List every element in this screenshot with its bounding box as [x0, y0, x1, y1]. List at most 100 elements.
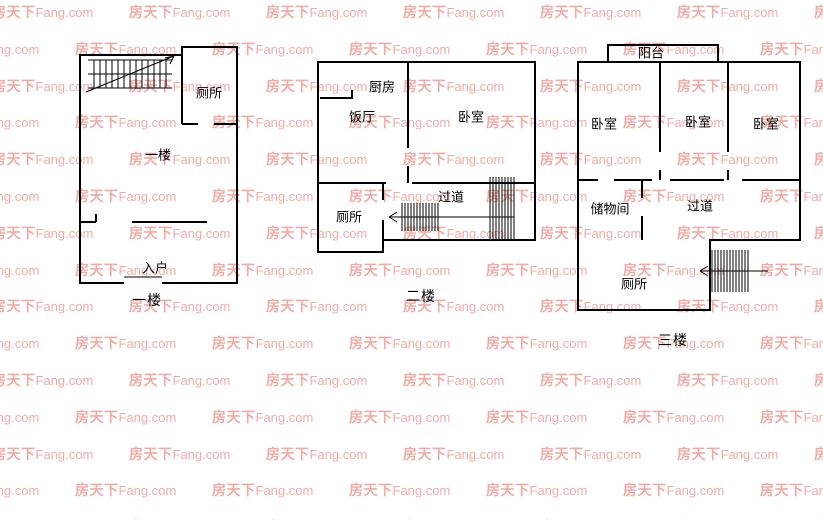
- watermark-text: 房天下Fang.com: [0, 445, 94, 462]
- watermark-text: 房天下Fang.com: [0, 189, 40, 204]
- watermark-text: 房天下Fang.com: [814, 77, 823, 94]
- watermark-text: 房天下Fang.com: [266, 151, 368, 168]
- f3-bedroom-right-label: 卧室: [752, 116, 780, 132]
- f1-entry-label: 入户: [141, 260, 169, 276]
- watermark-text: 房天下Fang.com: [129, 4, 231, 20]
- f2-corridor-label: 过道: [437, 189, 465, 205]
- f3-caption: 三楼: [658, 332, 688, 348]
- watermark-text: 房天下Fang.com: [403, 4, 505, 20]
- watermark-text: 房天下Fang.com: [266, 445, 368, 462]
- f2-bedroom-label: 卧室: [457, 109, 485, 125]
- watermark-text: 房天下Fang.com: [0, 41, 40, 57]
- watermark-text: 房天下Fang.com: [349, 335, 451, 352]
- floor1-toilet-walls: [181, 55, 237, 125]
- watermark-text: 房天下Fang.com: [0, 262, 40, 278]
- watermark-text: 房天下Fang.com: [760, 408, 823, 425]
- watermark-text: 房天下Fang.com: [0, 298, 94, 315]
- f1-caption: 一楼: [132, 292, 162, 308]
- floor1-plan: [79, 46, 238, 284]
- watermark-text: 房天下Fang.com: [677, 4, 779, 20]
- watermark-text: 房天下Fang.com: [677, 224, 779, 241]
- watermark-text: 房天下Fang.com: [403, 445, 505, 462]
- watermark-text: 房天下Fang.com: [75, 408, 177, 425]
- watermark-text: 房天下Fang.com: [486, 261, 588, 278]
- watermark-text: 房天下Fang.com: [129, 298, 231, 315]
- watermark-text: 房天下Fang.com: [349, 188, 451, 204]
- watermark-text: 房天下Fang.com: [540, 372, 642, 388]
- watermark-text: 房天下Fang.com: [212, 408, 314, 425]
- watermark-text: 房天下Fang.com: [129, 372, 231, 388]
- watermark-text: 房天下Fang.com: [266, 298, 368, 315]
- watermark-text: 房天下Fang.com: [349, 408, 451, 425]
- floor2-stair-comb-right: [489, 177, 515, 239]
- f3-bedroom-mid-label: 卧室: [684, 114, 712, 130]
- floor3-outer-wall: [577, 61, 801, 311]
- watermark-text: 房天下Fang.com: [623, 482, 725, 499]
- watermark-text: 房天下Fang.com: [349, 482, 451, 499]
- watermark-text: 房天下Fang.com: [75, 482, 177, 499]
- watermark-text: 房天下Fang.com: [760, 261, 823, 278]
- watermark-text: 房天下Fang.com: [75, 335, 177, 352]
- watermark-text: 房天下Fang.com: [129, 151, 231, 168]
- watermark-text: 房天下Fang.com: [814, 224, 823, 241]
- watermark-text: 房天下Fang.com: [0, 483, 40, 499]
- watermark-text: 房天下Fang.com: [129, 445, 231, 462]
- watermark-text: 房天下Fang.com: [403, 151, 505, 168]
- floor1-interior-wall: [80, 214, 207, 223]
- watermark-text: 房天下Fang.com: [75, 188, 177, 204]
- f2-dining-label: 饭厅: [348, 109, 376, 125]
- watermark-text: 房天下Fang.com: [0, 151, 94, 168]
- floor3-plan: [577, 44, 801, 311]
- watermark-text: 房天下Fang.com: [403, 77, 505, 94]
- watermark-text: 房天下Fang.com: [0, 409, 40, 425]
- watermark-text: 房天下Fang.com: [540, 445, 642, 462]
- watermark-text: 房天下Fang.com: [212, 261, 314, 278]
- floor1-stair-comb: [93, 60, 167, 88]
- watermark-text: 房天下Fang.com: [403, 372, 505, 388]
- watermark-text: 房天下Fang.com: [266, 372, 368, 388]
- floor1-outer-wall: [79, 46, 238, 284]
- watermark-text: 房天下Fang.com: [129, 224, 231, 241]
- f1-hall-label: 一楼: [144, 147, 172, 163]
- watermark-text: 房天下Fang.com: [75, 261, 177, 278]
- watermark-text: 房天下Fang.com: [677, 77, 779, 94]
- f1-toilet-label: 厕所: [195, 85, 223, 101]
- watermark-text: 房天下Fang.com: [349, 114, 451, 131]
- watermark-text: 房天下Fang.com: [0, 224, 94, 241]
- watermark-text: 房天下Fang.com: [623, 335, 725, 352]
- floor3-bedroom-dividers: [659, 62, 729, 180]
- watermark-text: 房天下Fang.com: [349, 261, 451, 278]
- watermark-text: 房天下Fang.com: [814, 445, 823, 462]
- watermark-text: 房天下Fang.com: [760, 335, 823, 352]
- floor2-kitchen-stub-wall: [320, 90, 353, 99]
- watermark-text: 房天下Fang.com: [540, 224, 642, 241]
- floor1-stair-arrow: [85, 55, 175, 93]
- watermark-text: 房天下Fang.com: [760, 114, 823, 131]
- watermark-text: 房天下Fang.com: [129, 77, 231, 94]
- watermark-text: 房天下Fang.com: [0, 77, 94, 94]
- floor3-stair-arrow: [699, 265, 768, 277]
- floor2-stair-arrow: [388, 211, 514, 223]
- watermark-text: 房天下Fang.com: [814, 4, 823, 20]
- watermark-text: 房天下Fang.com: [677, 372, 779, 388]
- watermark-text: 房天下Fang.com: [75, 40, 177, 57]
- watermark-text: 房天下Fang.com: [760, 40, 823, 57]
- watermark-text: 房天下Fang.com: [212, 335, 314, 352]
- watermark-text: 房天下Fang.com: [677, 151, 779, 168]
- watermark-text: 房天下Fang.com: [677, 445, 779, 462]
- watermark-text: 房天下Fang.com: [540, 151, 642, 168]
- watermark-text: 房天下Fang.com: [0, 4, 94, 20]
- watermark-text: 房天下Fang.com: [212, 188, 314, 204]
- f2-caption: 二楼: [406, 288, 436, 304]
- f3-storage-label: 储物间: [590, 201, 630, 217]
- watermark-text: 房天下Fang.com: [0, 372, 94, 388]
- watermark-text: 房天下Fang.com: [760, 482, 823, 499]
- watermark-text: 房天下Fang.com: [486, 335, 588, 352]
- watermark-text: 房天下Fang.com: [0, 115, 40, 131]
- watermark-text: 房天下Fang.com: [212, 482, 314, 499]
- watermark-text: 房天下Fang.com: [760, 188, 823, 204]
